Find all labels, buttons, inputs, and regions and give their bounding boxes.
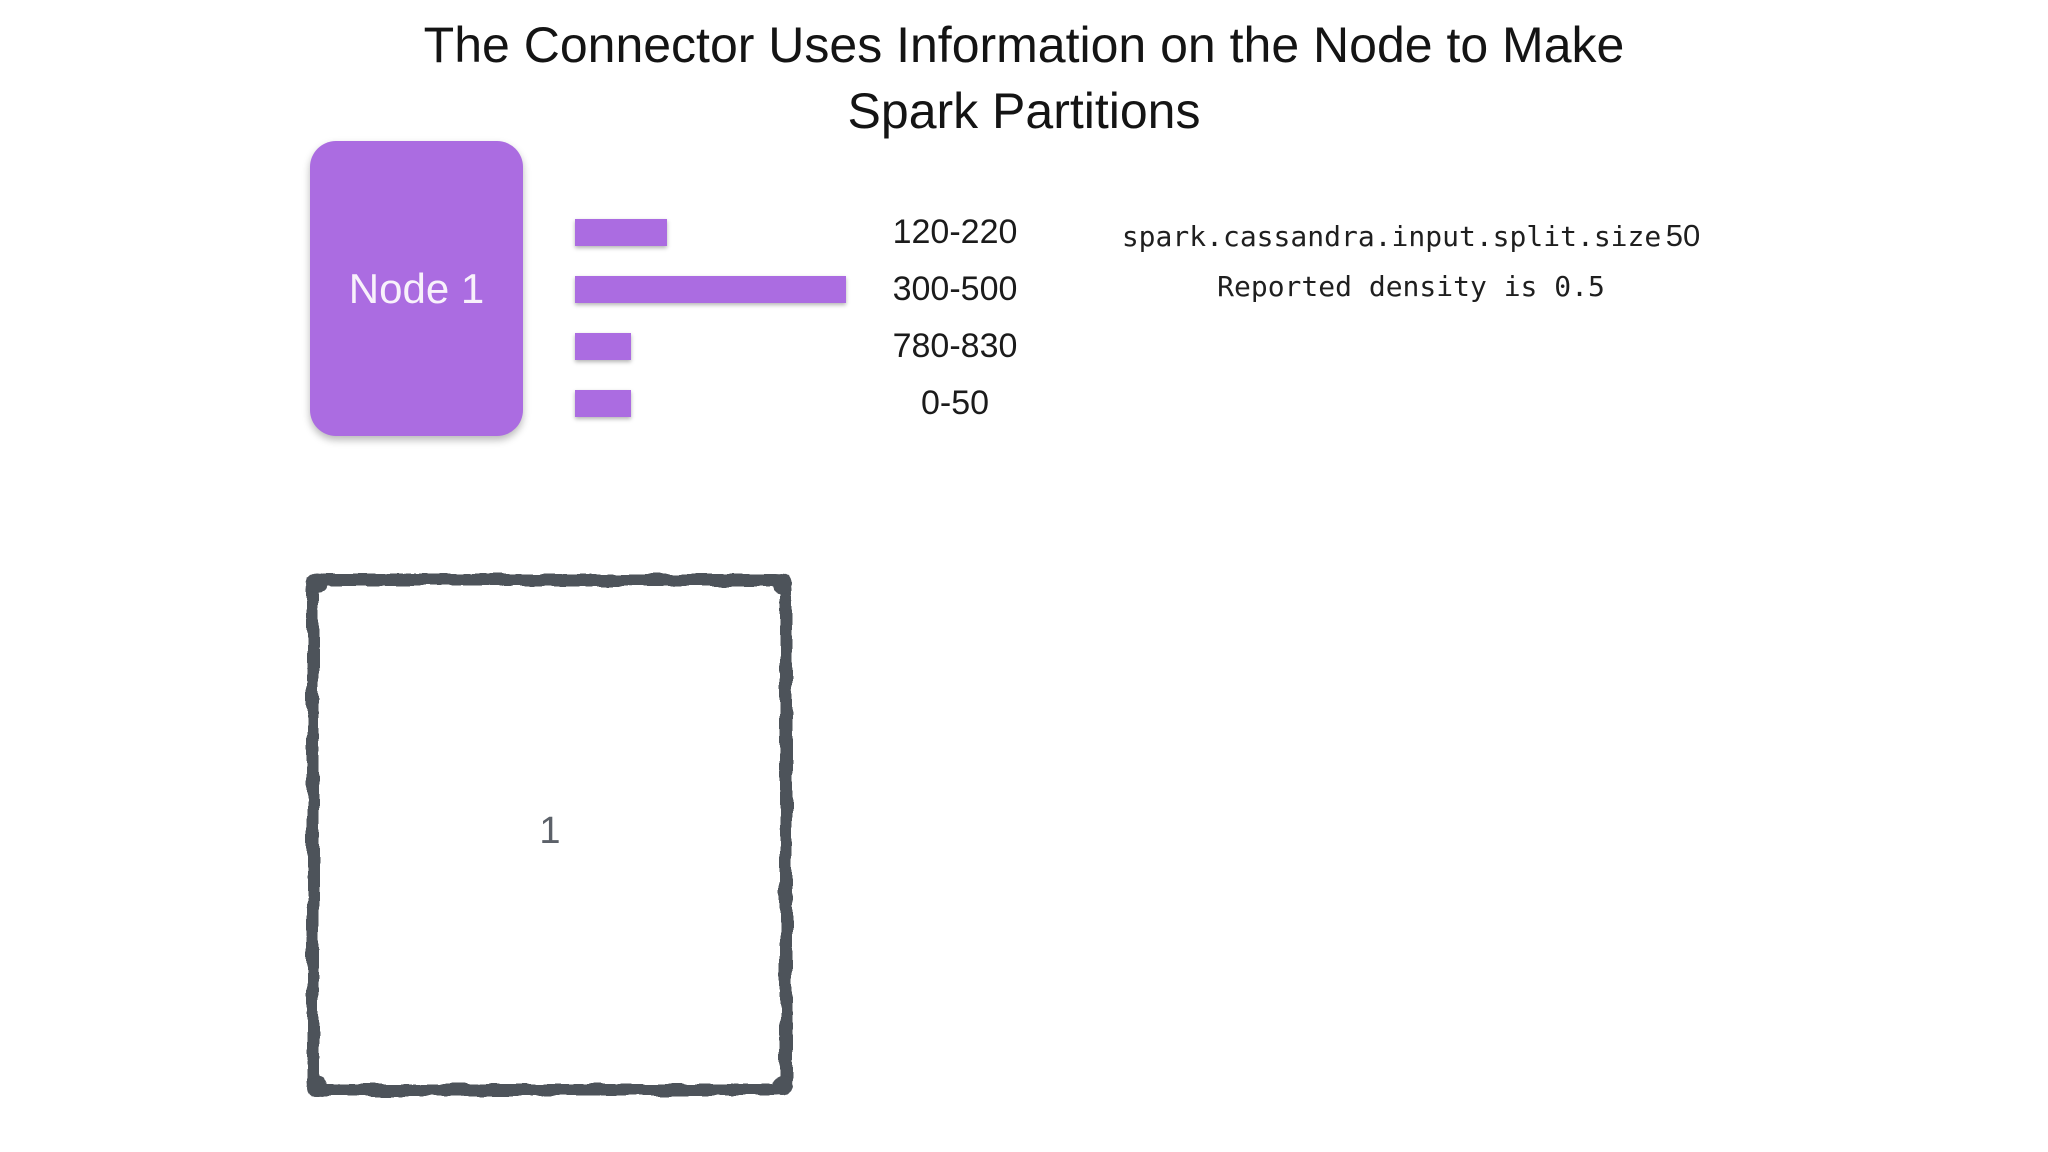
token-range-row: 780-830 [575, 318, 1055, 375]
token-range-label: 780-830 [892, 327, 1018, 365]
token-range-bar [575, 390, 631, 417]
token-range-row: 0-50 [575, 375, 1055, 432]
density-line: Reported density is 0.5 [1217, 270, 1605, 303]
token-range-label: 0-50 [920, 384, 990, 422]
config-value: 50 [1665, 218, 1701, 253]
slide-title-line1: The Connector Uses Information on the No… [423, 17, 1625, 73]
config-property: spark.cassandra.input.split.size [1121, 220, 1662, 253]
token-range-bar [575, 276, 846, 303]
token-range-label: 120-220 [892, 213, 1018, 251]
slide-title-line2: Spark Partitions [847, 83, 1201, 139]
token-range-bar [575, 219, 667, 246]
cassandra-node-label: Node 1 [348, 264, 485, 312]
spark-partition-number: 1 [539, 810, 561, 852]
token-range-bar [575, 333, 631, 360]
token-range-label: 300-500 [892, 270, 1018, 308]
token-range-row: 300-500 [575, 261, 1055, 318]
config-block: spark.cassandra.input.split.size 50 Repo… [1122, 218, 1700, 303]
cassandra-node-box: Node 1 [310, 141, 523, 436]
spark-partition-sketch-box [307, 574, 792, 1096]
config-line: spark.cassandra.input.split.size 50 [1122, 218, 1700, 254]
token-range-list: 120-220 300-500 780-830 0-50 [575, 204, 1055, 432]
slide-title: The Connector Uses Information on the No… [0, 12, 2048, 144]
token-range-row: 120-220 [575, 204, 1055, 261]
